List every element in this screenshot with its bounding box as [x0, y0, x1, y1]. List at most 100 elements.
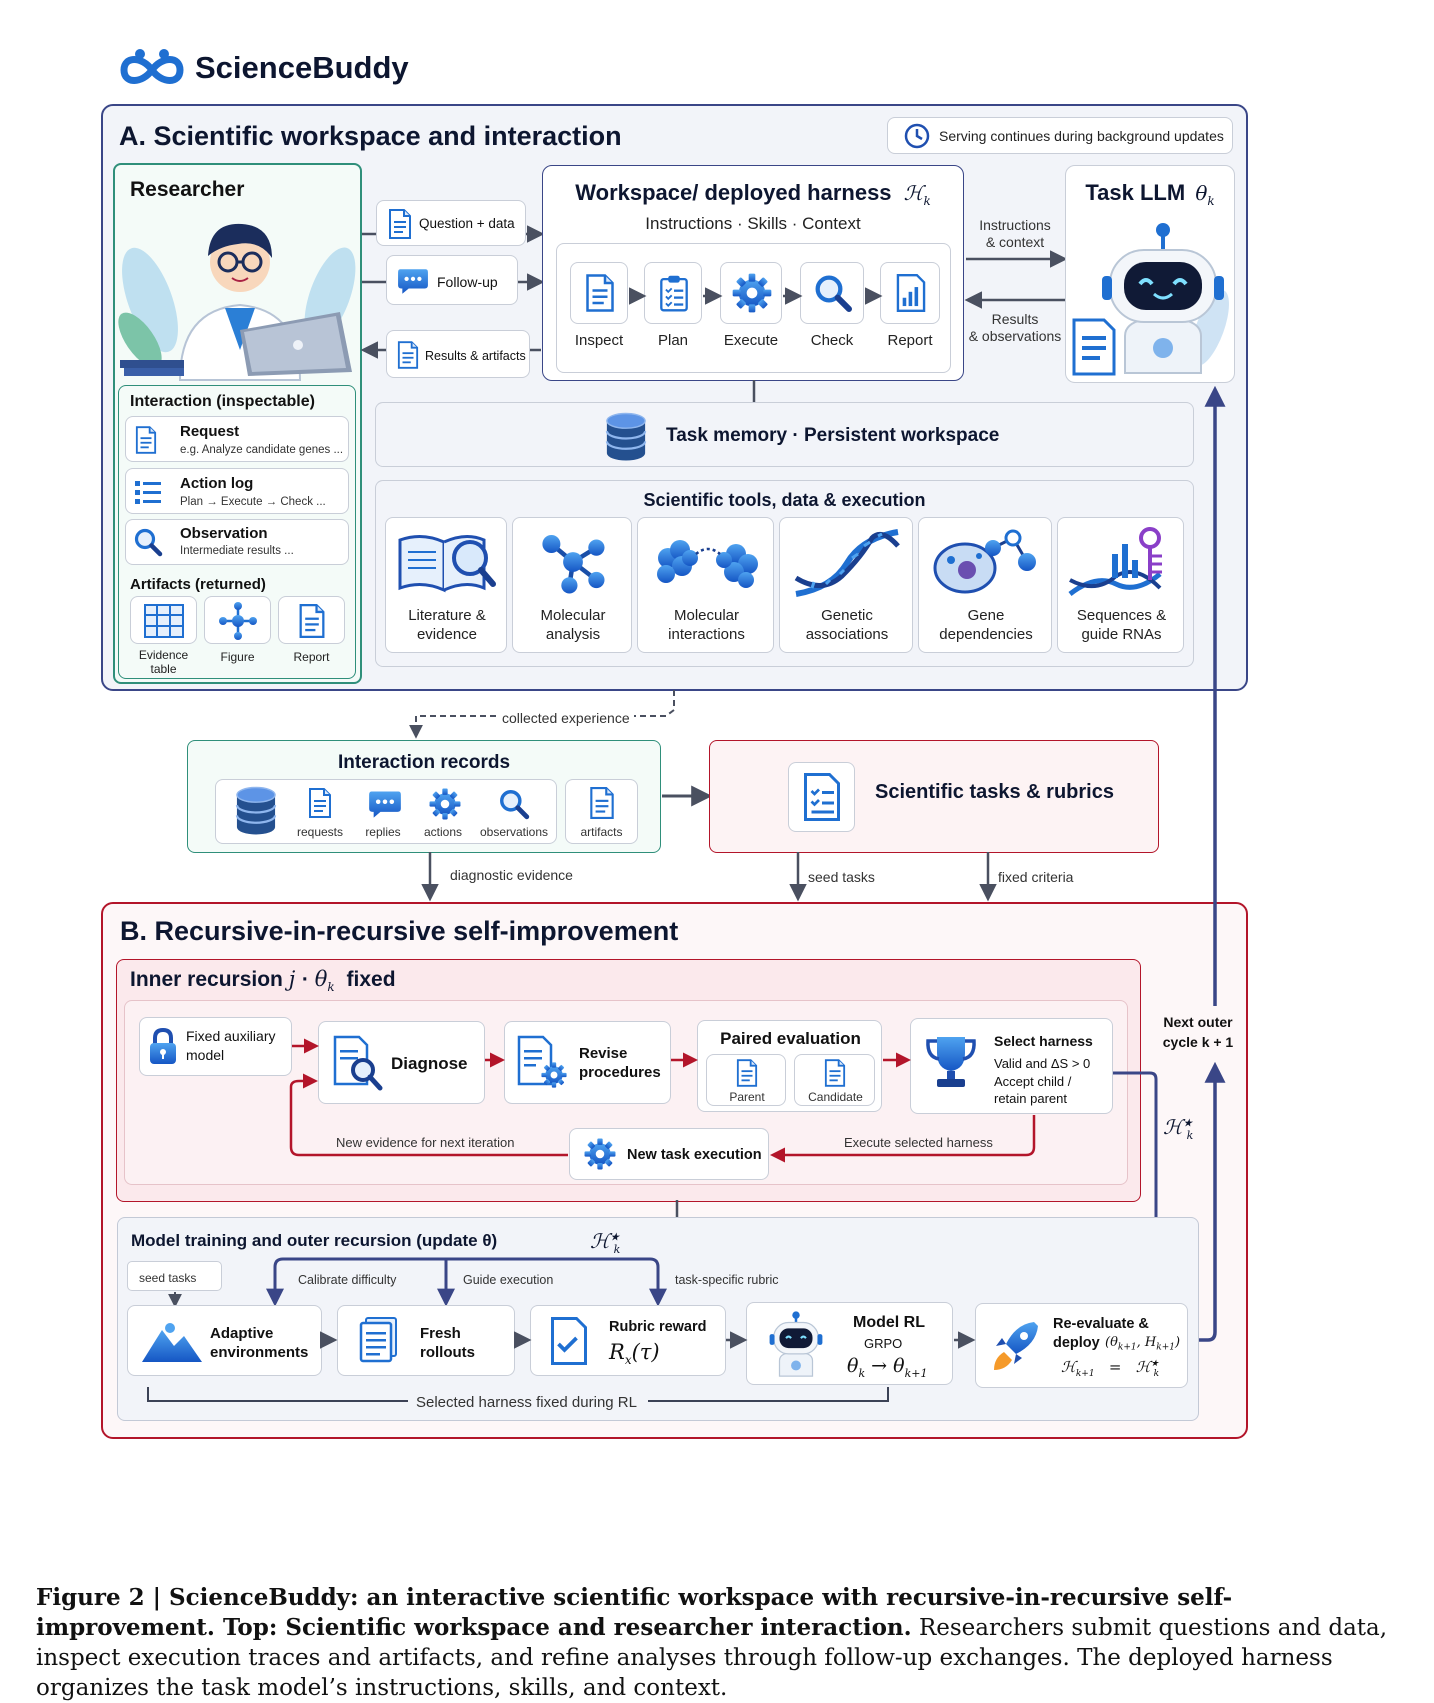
tool-molecular-analysis[interactable]: Molecular analysis	[512, 517, 632, 653]
seed-tasks-chip-label: seed tasks	[139, 1271, 197, 1285]
observation-card[interactable]: Observation Intermediate results ...	[125, 519, 349, 565]
revise-box[interactable]: Revise procedures	[504, 1021, 671, 1104]
step-inspect[interactable]	[570, 262, 628, 324]
artifact-figure[interactable]	[204, 596, 271, 644]
robot-icon	[769, 1311, 823, 1377]
tool-molecular-interactions-label: Molecular interactions	[668, 607, 745, 643]
tool-genetic-associations[interactable]: Genetic associations	[779, 517, 913, 653]
next-outer-cycle-label: Next outer cycle k + 1	[1156, 1012, 1240, 1052]
task-memory-label: Task memory · Persistent workspace	[666, 425, 1000, 446]
inner-red-arrows	[292, 1038, 911, 1068]
artifact-report[interactable]	[278, 596, 345, 644]
tool-literature[interactable]: Literature & evidence	[385, 517, 507, 653]
new-evidence-label: New evidence for next iteration	[336, 1135, 515, 1150]
rubric-label: task-specific rubric	[675, 1273, 779, 1287]
step-report-label: Report	[887, 332, 933, 349]
training-flow-arrows	[320, 1331, 976, 1349]
aux-model-label: Fixed auxiliary model	[186, 1028, 276, 1063]
document-icon	[589, 787, 615, 819]
document-gear-icon	[517, 1035, 569, 1090]
records-observations: observations	[479, 825, 549, 839]
database-icon	[602, 412, 650, 462]
dna-helix-icon	[794, 529, 900, 597]
step-report[interactable]	[880, 262, 940, 324]
observation-title: Observation	[180, 525, 268, 542]
chat-bubble-icon	[397, 266, 429, 296]
select-harness-sub: Valid and ΔS > 0 Accept child / retain p…	[994, 1056, 1091, 1106]
diagnostic-evidence-label: diagnostic evidence	[450, 867, 573, 883]
book-magnifier-icon	[398, 535, 496, 593]
collected-experience-arrow	[409, 690, 675, 739]
select-harness-box[interactable]: Select harness Valid and ΔS > 0 Accept c…	[910, 1018, 1113, 1114]
collected-experience-label: collected experience	[498, 710, 634, 726]
execute-selected-label: Execute selected harness	[844, 1135, 993, 1150]
llm-flow-arrows	[964, 250, 1068, 309]
model-rl-box[interactable]: Model RL GRPO θk → θk+1	[746, 1302, 953, 1385]
inner-to-training-connector	[675, 1200, 679, 1218]
adaptive-env-box[interactable]: Adaptive environments	[127, 1305, 322, 1376]
guide-label: Guide execution	[463, 1273, 554, 1287]
followup-chip[interactable]: Follow-up	[386, 255, 518, 305]
theta-symbol: θk	[314, 967, 335, 995]
training-harness-star-symbol: ℋ★k	[590, 1229, 621, 1256]
followup-label: Follow-up	[437, 274, 498, 290]
checked-document-icon	[551, 1317, 587, 1365]
tool-molecular-interactions[interactable]: Molecular interactions	[637, 517, 774, 653]
redeploy-label: Re-evaluate & deploy	[1053, 1316, 1149, 1351]
adaptive-env-label: Adaptive environments	[210, 1325, 309, 1361]
researcher-title: Researcher	[130, 178, 245, 201]
action-log-card[interactable]: Action log Plan → Execute → Check ...	[125, 468, 349, 514]
inner-recursion-fixed: fixed	[346, 968, 396, 991]
tool-gene-dependencies[interactable]: Gene dependencies	[918, 517, 1052, 653]
task-memory-panel	[375, 402, 1194, 467]
step-execute-label: Execute	[723, 332, 779, 349]
rubric-reward-box[interactable]: Rubric reward Rx(τ)	[530, 1305, 726, 1376]
grpo-label: GRPO	[864, 1336, 903, 1351]
tool-sequences-label: Sequences & guide RNAs	[1076, 607, 1167, 643]
lock-icon	[150, 1027, 176, 1064]
interaction-records-title: Interaction records	[337, 752, 511, 773]
redeploy-box[interactable]: Re-evaluate & deploy (θk+1, Hk+1) ℋk+1 =…	[975, 1303, 1188, 1388]
fresh-rollouts-box[interactable]: Fresh rollouts	[337, 1305, 515, 1376]
records-artifacts: artifacts	[580, 825, 623, 839]
artifact-evidence-table[interactable]	[130, 596, 197, 644]
question-data-chip[interactable]: Question + data	[376, 200, 526, 246]
database-icon	[234, 786, 278, 836]
workflow-arrows	[629, 287, 883, 305]
instructions-context-label: Instructions & context	[979, 217, 1051, 250]
step-check[interactable]	[800, 262, 864, 324]
workspace-title: Workspace/ deployed harness	[575, 180, 892, 205]
artifact-figure-label: Figure	[220, 650, 255, 664]
results-artifacts-label: Results & artifacts	[425, 349, 526, 363]
brand-logo	[118, 48, 186, 97]
document-icon	[308, 788, 332, 818]
request-title: Request	[180, 423, 240, 440]
diagnose-label: Diagnose	[391, 1054, 468, 1073]
paired-candidate-box: Candidate	[794, 1054, 875, 1106]
results-artifacts-chip[interactable]: Results & artifacts	[386, 330, 530, 378]
workspace-title-row: Workspace/ deployed harness ℋk	[542, 180, 964, 208]
robot-icon	[1072, 223, 1229, 376]
tool-molecular-analysis-label: Molecular analysis	[540, 607, 606, 643]
training-title: Model training and outer recursion (upda…	[131, 1231, 498, 1250]
request-card[interactable]: Request e.g. Analyze candidate genes ...	[125, 416, 349, 462]
artifact-evidence-label: Evidence table	[138, 648, 189, 676]
harness-fixed-label: Selected harness fixed during RL	[416, 1394, 637, 1411]
step-inspect-label: Inspect	[574, 332, 624, 349]
document-icon	[388, 209, 412, 239]
fresh-rollouts-label: Fresh rollouts	[420, 1325, 475, 1361]
tool-sequences[interactable]: Sequences & guide RNAs	[1057, 517, 1184, 653]
paired-eval-title: Paired evaluation	[720, 1029, 861, 1048]
diagnose-box[interactable]: Diagnose	[318, 1021, 485, 1104]
seed-tasks-label: seed tasks	[808, 869, 875, 885]
new-task-execution-box[interactable]: New task execution	[569, 1128, 769, 1180]
step-execute[interactable]	[720, 262, 782, 324]
harness-symbol: ℋk	[903, 181, 931, 208]
document-magnifier-icon	[333, 1035, 383, 1091]
tool-genetic-associations-label: Genetic associations	[805, 607, 889, 643]
harness-fixed-bracket	[147, 1387, 889, 1402]
interaction-title: Interaction (inspectable)	[130, 393, 315, 410]
seed-tasks-chip: seed tasks	[127, 1261, 222, 1291]
step-check-label: Check	[810, 332, 854, 349]
records-actions: actions	[423, 825, 463, 839]
